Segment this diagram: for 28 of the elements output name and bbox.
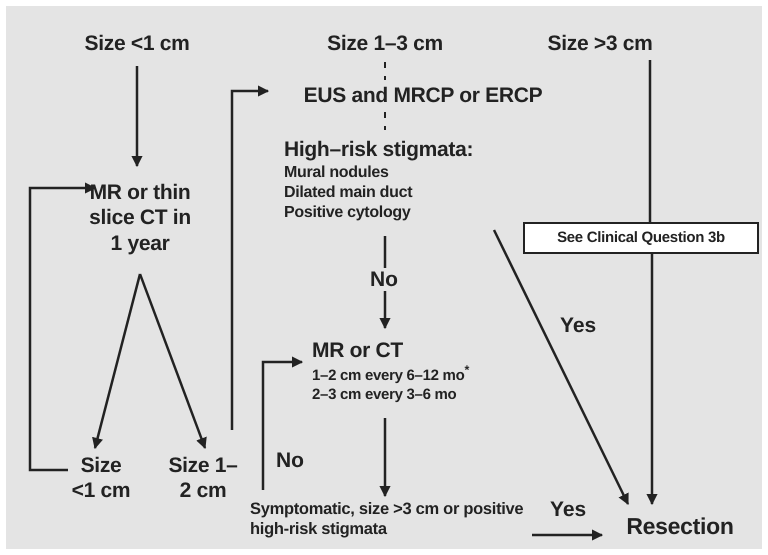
node-heading: Symptomatic, size >3 cm or positive high-risk stigmata [250,500,524,540]
edge-label: No [368,268,400,292]
arrow [532,529,604,541]
node-heading: MR or thin slice CT in 1 year [88,180,192,256]
node-heading: EUS and MRCP or ERCP [304,83,542,109]
node-heading: See Clinical Question 3b [557,229,725,247]
node-heading: Resection [626,513,734,541]
node-heading: Size 1–3 cm [327,31,443,57]
arrow [131,66,143,168]
node-heading: MR or CT [312,338,403,363]
node-detail: Mural nodules [284,162,389,183]
node-heading: High–risk stigmata: [284,137,474,163]
arrow [138,274,207,450]
arrow [492,229,630,505]
node-heading: Size <1 cm [84,31,190,57]
arrow [230,85,270,430]
node-heading: Size <1 cm [70,452,132,504]
reference-box [523,222,759,254]
arrow [646,254,658,506]
node-heading: Size >3 cm [548,31,652,57]
node-detail: 1–2 cm every 6–12 mo$^{*}$ [312,362,470,386]
node-detail: 2–3 cm every 3–6 mo [312,386,456,404]
node-heading: Size 1–2 cm [167,452,239,504]
node-detail: Dilated main duct [284,182,412,203]
arrow [92,274,142,450]
arrow [379,418,391,498]
node-detail: Positive cytology [284,202,410,223]
arrow [262,356,304,490]
